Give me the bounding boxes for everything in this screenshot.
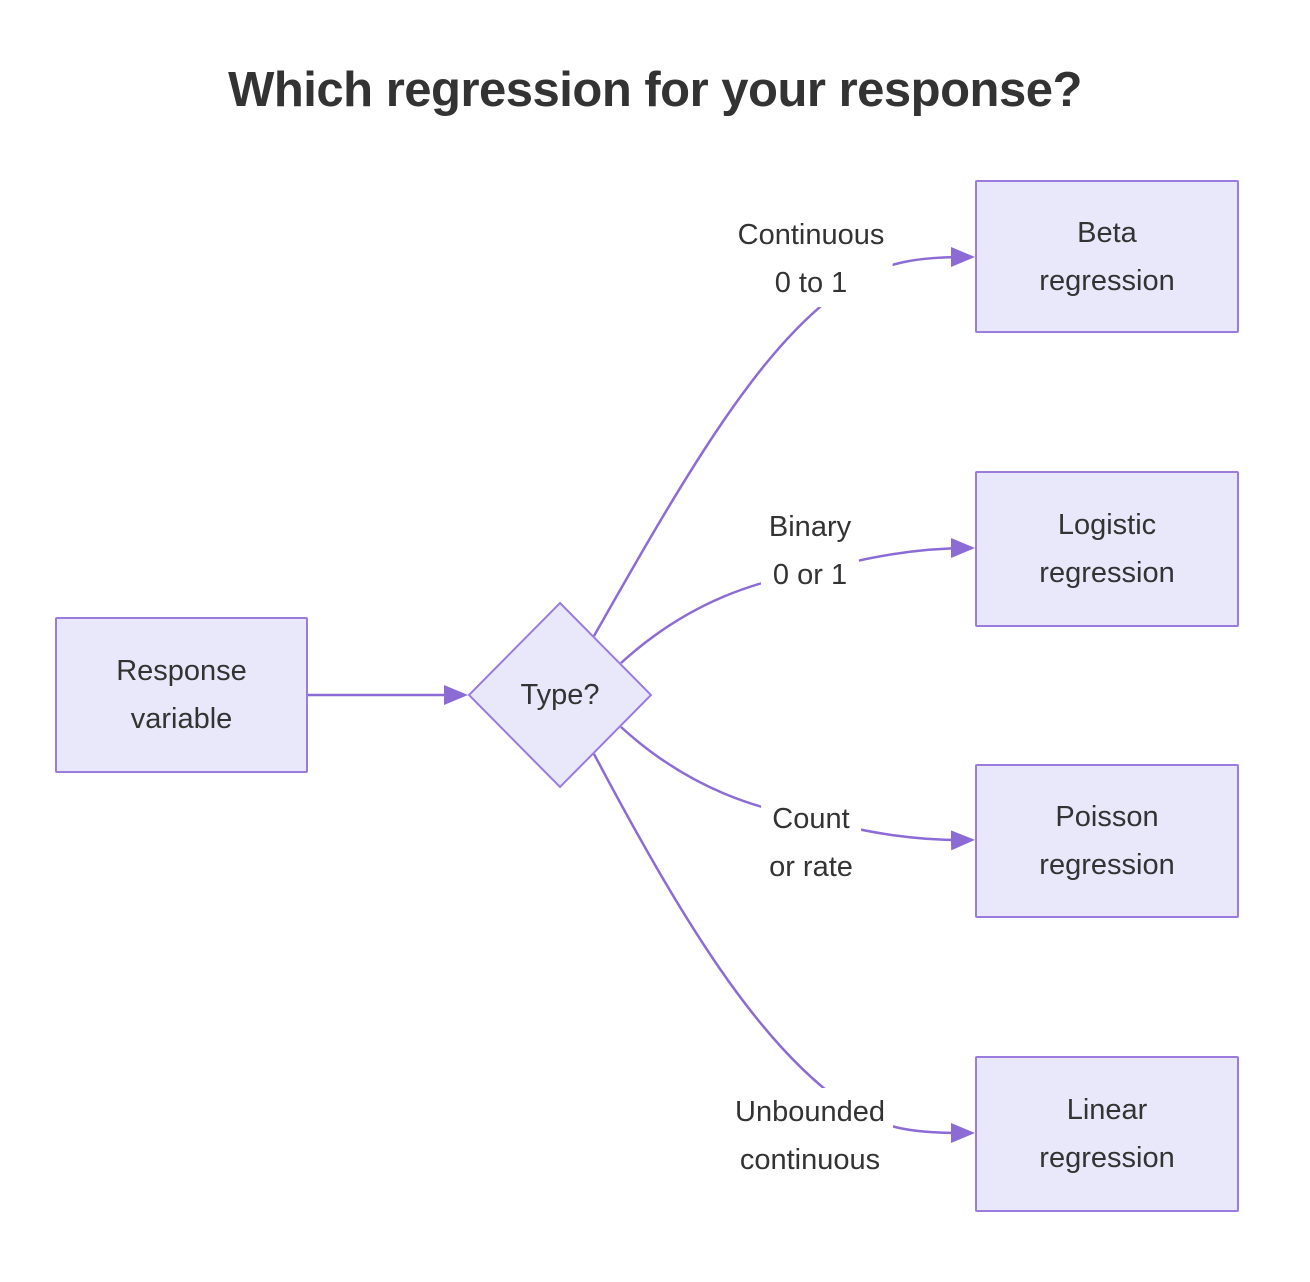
- decision-diamond-shape: [467, 601, 653, 789]
- node-label-line: Response: [116, 655, 247, 687]
- node-response-variable: Response variable: [55, 617, 308, 773]
- node-type-decision-label: Type?: [520, 679, 600, 711]
- node-label-line: Logistic: [1057, 509, 1157, 541]
- edge-label-binary-0-or-1: Binary 0 or 1: [760, 503, 860, 599]
- edge-label-line: Unbounded: [735, 1096, 885, 1128]
- node-label-line: Beta: [1077, 216, 1137, 249]
- edge-label-line: continuous: [739, 1144, 881, 1176]
- edge-type-to-linear: [592, 753, 975, 1143]
- node-label-line: Linear: [1066, 1094, 1148, 1126]
- node-linear-regression: Linear regression: [975, 1056, 1239, 1212]
- node-label-line: regression: [1039, 1142, 1175, 1174]
- node-label-line: regression: [1039, 264, 1175, 297]
- edge-label-line: Binary: [768, 511, 852, 543]
- edge-label-line: or rate: [769, 851, 853, 883]
- node-label-line: regression: [1039, 557, 1175, 589]
- edge-label-count-or-rate: Count or rate: [761, 795, 861, 891]
- diagram-title: Which regression for your response?: [228, 63, 1082, 117]
- node-label-line: regression: [1039, 849, 1175, 881]
- node-label-line: Poisson: [1055, 801, 1159, 833]
- edge-label-line: Count: [772, 803, 850, 835]
- node-beta-regression: Beta regression: [975, 180, 1239, 333]
- edge-label-continuous-0-to-1: Continuous 0 to 1: [729, 211, 893, 307]
- node-poisson-regression: Poisson regression: [975, 764, 1239, 918]
- edge-label-unbounded-continuous: Unbounded continuous: [727, 1088, 893, 1184]
- node-logistic-regression: Logistic regression: [975, 471, 1239, 627]
- edge-label-line: Continuous: [737, 219, 885, 251]
- edge-label-line: 0 to 1: [774, 267, 848, 299]
- edge-type-to-beta: [592, 247, 975, 637]
- node-label-line: variable: [130, 703, 233, 735]
- edge-label-line: 0 or 1: [772, 559, 848, 591]
